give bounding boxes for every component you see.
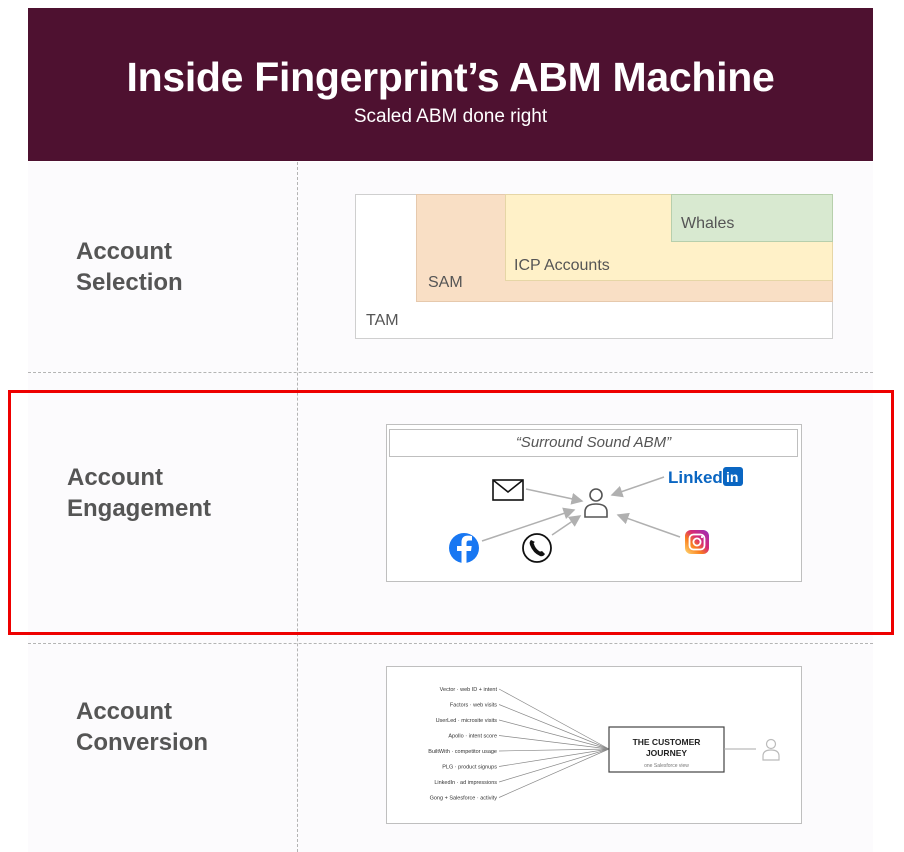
source-connectors <box>498 688 610 798</box>
source-connector <box>498 688 610 750</box>
journey-caption: one Salesforce view <box>644 763 689 769</box>
tam-label: TAM <box>366 312 399 329</box>
highlight-frame <box>8 390 894 635</box>
source-connector <box>498 748 610 752</box>
sam-label: SAM <box>428 274 463 291</box>
source-connector <box>498 748 610 767</box>
source-connector <box>498 719 610 750</box>
source-label: Factors · web visits <box>450 703 497 709</box>
source-label: Apollo · intent score <box>448 734 497 740</box>
customer-journey-box <box>608 726 725 773</box>
row-label-engagement: Account Engagement <box>67 464 212 522</box>
column-divider <box>297 162 298 852</box>
page-subtitle: Scaled ABM done right <box>353 106 548 127</box>
instagram-icon <box>685 530 709 554</box>
envelope-icon <box>492 479 524 501</box>
surround-sound-quote: “Surround Sound ABM” <box>389 429 798 457</box>
journey-title-line2: JOURNEY <box>646 748 687 758</box>
row-label-selection: Account Selection <box>76 238 183 296</box>
phone-icon <box>522 533 552 563</box>
arrow-email <box>525 488 584 505</box>
arrow-instagram <box>616 512 681 538</box>
row-divider <box>28 643 873 644</box>
icp-label: ICP Accounts <box>514 257 610 274</box>
source-label: Vector · web ID + intent <box>440 687 498 693</box>
engagement-graphic: Linked in <box>449 467 743 563</box>
arrow-phone <box>551 515 582 536</box>
source-connector <box>498 704 610 750</box>
source-connector <box>498 735 610 750</box>
source-connector <box>498 748 610 783</box>
row-label-conversion: Account Conversion <box>76 698 209 756</box>
whales-box: Whales <box>671 194 833 242</box>
source-connector <box>498 748 610 798</box>
whales-label: Whales <box>681 215 735 232</box>
source-label: BuiltWith · competitor usage <box>428 749 497 755</box>
arrow-linkedin <box>610 476 665 498</box>
source-label: PLG · product signups <box>442 765 497 771</box>
journey-title-line1: THE CUSTOMER <box>633 737 701 747</box>
arrow-facebook <box>481 507 576 542</box>
linkedin-wordmark: Linked <box>668 468 723 487</box>
source-label: UserLed · microsite visits <box>436 718 498 724</box>
header-banner: Inside Fingerprint’s ABM Machine Scaled … <box>28 8 873 161</box>
svg-text:in: in <box>726 469 738 485</box>
customer-icon <box>762 738 780 761</box>
source-label: Gong + Salesforce · activity <box>430 796 498 802</box>
linkedin-icon: Linked in <box>668 467 743 487</box>
page-title: Inside Fingerprint’s ABM Machine <box>126 54 775 100</box>
row-divider <box>28 372 873 373</box>
facebook-icon <box>449 533 479 563</box>
person-icon <box>584 488 608 518</box>
source-label: LinkedIn · ad impressions <box>434 780 497 786</box>
